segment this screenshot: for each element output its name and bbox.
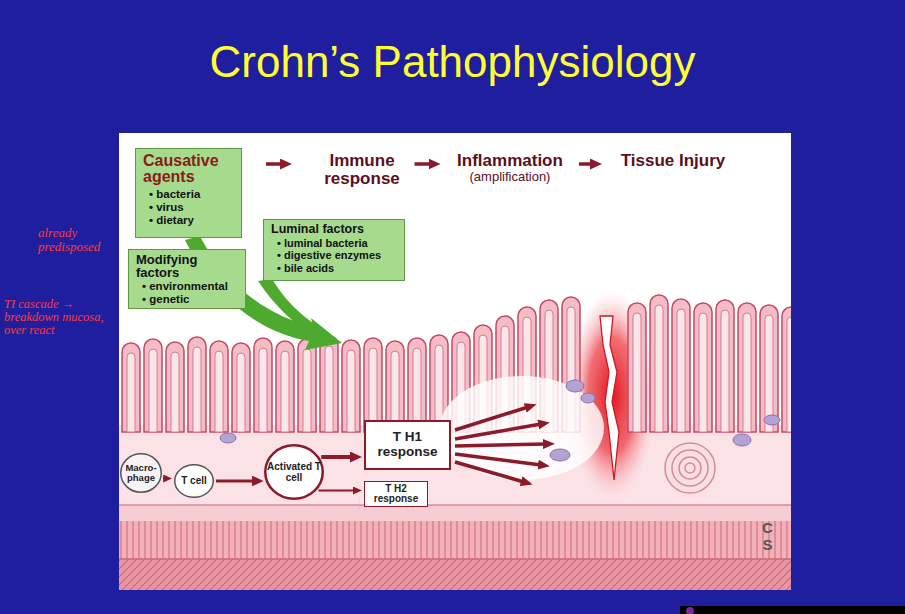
node-detail: • genetic xyxy=(142,293,238,306)
flow-step: Inflammation(amplification) xyxy=(447,152,573,192)
node-detail: • bile acids xyxy=(277,262,397,274)
node-text: Luminal factors xyxy=(271,223,397,236)
node-text: Causative agents xyxy=(143,153,234,185)
connector-arrow xyxy=(415,162,432,166)
handwritten-note: already predisposed xyxy=(38,226,120,253)
node-detail: (amplification) xyxy=(447,170,573,184)
node-detail: • digestive enzymes xyxy=(277,249,397,261)
corner-bar xyxy=(680,606,905,614)
th1-effect-arrows xyxy=(455,407,546,482)
node-detail: • bacteria xyxy=(149,188,234,201)
cell-outline xyxy=(175,465,214,498)
th2-box: T H2 response xyxy=(364,481,428,507)
modifying-box: Modifying factors• environmental• geneti… xyxy=(128,249,246,309)
handwritten-note: TI cascade → breakdown mucosa, over reac… xyxy=(4,298,116,337)
node-text: T H1 response xyxy=(371,430,444,460)
node-detail: • environmental xyxy=(142,280,238,293)
node-text: Tissue Injury xyxy=(608,152,738,170)
corner-dot xyxy=(686,607,694,614)
slide-title: Crohn’s Pathophysiology xyxy=(0,38,905,86)
muscle-layer xyxy=(119,559,791,590)
connector-arrow xyxy=(319,490,356,492)
connector-arrow xyxy=(216,480,255,483)
flow-step: Immune response xyxy=(316,152,408,192)
connector-arrow xyxy=(579,162,593,166)
node-text: Activated T cell xyxy=(266,461,322,483)
connector-arrow xyxy=(163,478,165,480)
granuloma xyxy=(665,443,715,493)
activated-t-cell: Activated T cell xyxy=(264,444,324,500)
causative-box: Causative agents • bacteria• virus• dieta… xyxy=(135,148,242,238)
fissure xyxy=(600,316,619,480)
connector-arrow xyxy=(266,162,283,166)
luminal-box: Luminal factors• luminal bacteria• diges… xyxy=(263,219,405,281)
node-text: Immune response xyxy=(316,152,408,188)
intestinal-wall xyxy=(119,290,791,590)
node-text: Macro- phage xyxy=(122,463,160,483)
node-text: T H2 response xyxy=(369,484,423,505)
node-text: T cell xyxy=(181,476,207,487)
artist-mark: CS xyxy=(760,520,775,553)
muscle-layer xyxy=(119,521,791,559)
node-text: Modifying factors xyxy=(136,253,238,279)
cell-outline xyxy=(121,454,162,493)
node-text: Inflammation xyxy=(447,152,573,170)
th1-box: T H1 response xyxy=(364,420,451,470)
node-detail: • dietary xyxy=(149,214,234,227)
node-detail: • luminal bacteria xyxy=(277,237,397,249)
cell-outline xyxy=(265,445,323,499)
connector-arrow xyxy=(321,455,353,459)
node-detail: • virus xyxy=(149,201,234,214)
t-cell: T cell xyxy=(174,464,214,498)
flow-step: Tissue Injury xyxy=(608,152,738,174)
macrophage-cell: Macro- phage xyxy=(120,453,162,493)
